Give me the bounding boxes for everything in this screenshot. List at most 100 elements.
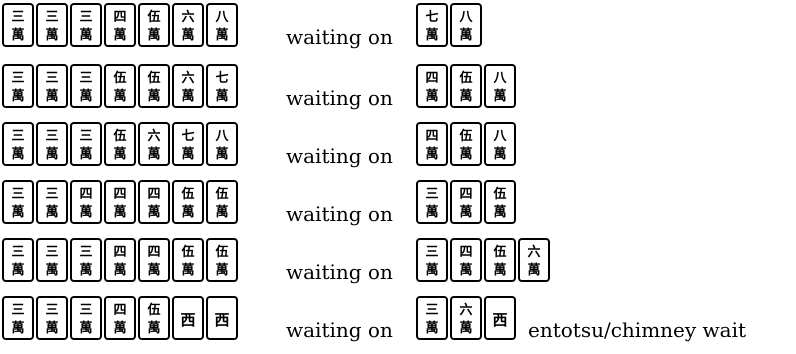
mahjong-tile-m6: 六萬 <box>518 238 550 282</box>
mahjong-tile-m4: 四萬 <box>416 64 448 108</box>
tile-numeral: 六 <box>181 9 194 25</box>
tile-suit: 萬 <box>113 146 126 162</box>
tile-numeral: 三 <box>45 303 58 318</box>
tile-suit: 萬 <box>79 320 92 336</box>
mahjong-tile-m4: 四萬 <box>450 238 482 282</box>
mahjong-tile-m5: 伍萬 <box>450 122 482 166</box>
waiting-on-label: waiting on <box>286 318 393 342</box>
mahjong-tile-m3: 三萬 <box>416 296 448 340</box>
mahjong-tile-m6: 六萬 <box>172 3 204 47</box>
mahjong-tile-m3: 三萬 <box>2 3 34 47</box>
mahjong-tile-m3: 三萬 <box>70 238 102 282</box>
mahjong-tile-m3: 三萬 <box>36 238 68 282</box>
mahjong-tile-m3: 三萬 <box>36 64 68 108</box>
tile-suit: 萬 <box>79 27 92 43</box>
mahjong-tile-m3: 三萬 <box>70 3 102 47</box>
tile-suit: 萬 <box>459 27 472 43</box>
mahjong-tile-m4: 四萬 <box>70 180 102 224</box>
mahjong-tile-m3: 三萬 <box>416 180 448 224</box>
tile-numeral: 三 <box>11 245 24 260</box>
tile-numeral: 三 <box>11 129 24 144</box>
tile-numeral: 伍 <box>458 70 472 86</box>
mahjong-tile-m3: 三萬 <box>36 180 68 224</box>
tile-numeral: 八 <box>458 10 473 25</box>
tile-numeral: 四 <box>113 10 126 25</box>
tile-suit: 萬 <box>459 88 472 104</box>
tile-numeral: 三 <box>79 129 92 144</box>
tile-suit: 萬 <box>45 27 58 43</box>
tile-numeral: 八 <box>214 129 229 144</box>
mahjong-tile-m7: 七萬 <box>172 122 204 166</box>
mahjong-tile-m4: 四萬 <box>450 180 482 224</box>
tile-numeral: 四 <box>113 245 126 260</box>
mahjong-tile-m5: 伍萬 <box>138 64 170 108</box>
tile-suit: 萬 <box>79 146 92 162</box>
tile-suit: 萬 <box>425 88 438 104</box>
mahjong-tile-m5: 伍萬 <box>172 238 204 282</box>
waiting-on-label: waiting on <box>286 86 393 110</box>
tile-numeral: 伍 <box>492 244 506 260</box>
tile-numeral: 三 <box>425 245 438 260</box>
tile-suit: 萬 <box>45 204 58 220</box>
mahjong-tile-m3: 三萬 <box>416 238 448 282</box>
mahjong-tile-m3: 三萬 <box>2 122 34 166</box>
mahjong-tile-m3: 三萬 <box>2 180 34 224</box>
mahjong-tile-m3: 三萬 <box>2 238 34 282</box>
tile-suit: 萬 <box>425 146 438 162</box>
mahjong-tile-m5: 伍萬 <box>206 180 238 224</box>
mahjong-tile-m8: 八萬 <box>484 64 516 108</box>
mahjong-tile-m5: 伍萬 <box>138 296 170 340</box>
tile-suit: 萬 <box>11 262 24 278</box>
tile-numeral: 三 <box>45 10 58 25</box>
mahjong-tile-m3: 三萬 <box>2 296 34 340</box>
mahjong-tile-m5: 伍萬 <box>484 238 516 282</box>
tile-numeral: 六 <box>147 128 160 144</box>
tile-suit: 萬 <box>425 27 438 43</box>
mahjong-tile-m3: 三萬 <box>70 122 102 166</box>
tile-numeral: 三 <box>45 129 58 144</box>
tile-numeral: 伍 <box>458 128 472 144</box>
mahjong-tile-m3: 三萬 <box>36 296 68 340</box>
tile-suit: 萬 <box>147 27 160 43</box>
tile-numeral: 伍 <box>214 244 228 260</box>
tile-suit: 萬 <box>11 27 24 43</box>
tile-suit: 萬 <box>181 146 194 162</box>
tile-numeral: 三 <box>45 187 58 202</box>
tile-numeral: 伍 <box>214 186 228 202</box>
mahjong-tile-m4: 四萬 <box>104 3 136 47</box>
mahjong-tile-m3: 三萬 <box>70 296 102 340</box>
mahjong-tile-m5: 伍萬 <box>104 122 136 166</box>
mahjong-tile-m4: 四萬 <box>104 238 136 282</box>
tile-numeral: 伍 <box>112 128 126 144</box>
tile-numeral: 三 <box>11 303 24 318</box>
tile-suit: 萬 <box>11 320 24 336</box>
tile-suit: 萬 <box>459 204 472 220</box>
tile-suit: 萬 <box>425 204 438 220</box>
mahjong-tile-m3: 三萬 <box>70 64 102 108</box>
mahjong-tile-m8: 八萬 <box>206 122 238 166</box>
mahjong-tile-m3: 三萬 <box>36 122 68 166</box>
tile-suit: 萬 <box>113 88 126 104</box>
tile-suit: 萬 <box>181 88 194 104</box>
mahjong-tile-m5: 伍萬 <box>450 64 482 108</box>
mahjong-tile-m3: 三萬 <box>2 64 34 108</box>
tile-suit: 萬 <box>459 320 472 336</box>
tile-honor: 西 <box>492 311 507 329</box>
tile-numeral: 四 <box>425 129 438 144</box>
tile-suit: 萬 <box>493 204 506 220</box>
tile-suit: 萬 <box>147 88 160 104</box>
tile-numeral: 三 <box>425 303 438 318</box>
tile-numeral: 四 <box>147 187 160 202</box>
tile-numeral: 八 <box>214 10 229 25</box>
tile-suit: 萬 <box>147 204 160 220</box>
tile-suit: 萬 <box>459 146 472 162</box>
tile-numeral: 伍 <box>146 70 160 86</box>
tile-numeral: 三 <box>79 10 92 25</box>
mahjong-tile-m5: 伍萬 <box>206 238 238 282</box>
mahjong-tile-m6: 六萬 <box>450 296 482 340</box>
